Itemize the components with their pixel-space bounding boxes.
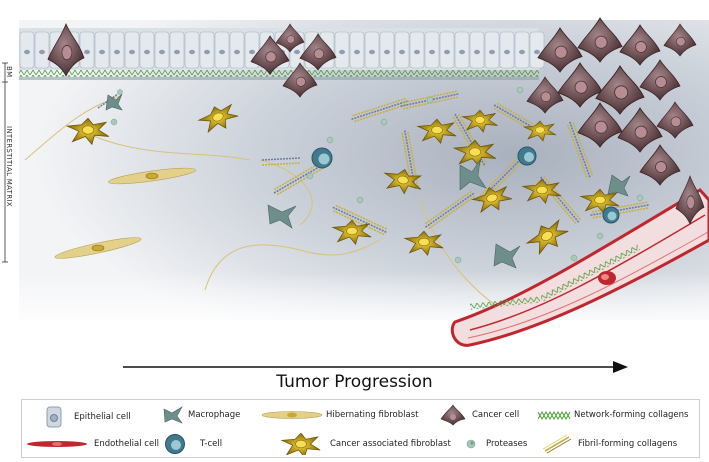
- epithelial-nucleus: [429, 49, 435, 55]
- caf-icon: [281, 433, 321, 455]
- legend-label: Network-forming collagens: [574, 410, 689, 420]
- interstitial-matrix-label: INTERSTITIAL MATRIX: [5, 126, 13, 207]
- legend-item-endothelial: Endothelial cell: [26, 432, 159, 456]
- epithelial-nucleus: [399, 49, 405, 55]
- epithelial-nucleus: [354, 49, 360, 55]
- legend-item-protease: Proteases: [464, 432, 527, 456]
- legend: Epithelial cell Macrophage Hibernating f…: [21, 399, 700, 458]
- hibernating-fibroblast: [108, 167, 196, 185]
- epithelial-cell-icon: [46, 406, 62, 428]
- epithelial-nucleus: [204, 49, 210, 55]
- epithelial-nucleus: [159, 49, 165, 55]
- legend-label: Cancer cell: [472, 410, 520, 420]
- epithelial-nucleus: [114, 49, 120, 55]
- legend-label: Epithelial cell: [74, 412, 131, 422]
- epithelial-nucleus: [534, 49, 540, 55]
- macrophage: [105, 93, 631, 269]
- epithelial-nucleus: [189, 49, 195, 55]
- tumor-progression-scene: [2, 17, 709, 373]
- basement-membrane: [19, 70, 539, 77]
- hibernating-fibroblast: [54, 237, 142, 259]
- epithelial-nucleus: [219, 49, 225, 55]
- progression-arrow: [123, 361, 628, 373]
- legend-label: Endothelial cell: [94, 439, 159, 449]
- legend-item-caf: Cancer associated fibroblast: [280, 432, 451, 456]
- macrophage-icon: [163, 406, 183, 424]
- epithelial-nucleus: [129, 49, 135, 55]
- epithelial-nucleus: [519, 49, 525, 55]
- bm-label: BM: [5, 66, 13, 78]
- epithelial-nucleus: [459, 49, 465, 55]
- stromal-fibers: [24, 95, 521, 321]
- fibril-collagen-icon: [542, 434, 572, 454]
- legend-label: Proteases: [486, 439, 528, 449]
- epithelial-nucleus: [414, 49, 420, 55]
- epithelial-nucleus: [234, 49, 240, 55]
- legend-item-cancer: Cancer cell: [440, 403, 519, 427]
- protease-icon: [466, 439, 476, 449]
- legend-item-epithelial: Epithelial cell: [40, 405, 131, 429]
- legend-label: Cancer associated fibroblast: [330, 439, 451, 449]
- epithelial-nucleus: [339, 49, 345, 55]
- t-cell-icon: [165, 434, 185, 454]
- legend-label: Macrophage: [188, 410, 241, 420]
- epithelial-nucleus: [384, 49, 390, 55]
- cancer-cell-icon: [440, 404, 466, 426]
- legend-item-fibril-collagen: Fibril-forming collagens: [542, 432, 677, 456]
- epithelial-nucleus: [474, 49, 480, 55]
- t-cell: [311, 146, 620, 224]
- legend-item-macrophage: Macrophage: [162, 403, 240, 427]
- hibernating-fibroblast-icon: [261, 411, 323, 419]
- legend-item-tcell: T-cell: [164, 432, 222, 456]
- legend-label: T-cell: [200, 439, 223, 449]
- epithelial-nucleus: [249, 49, 255, 55]
- blood-vessel: [450, 188, 709, 347]
- progression-label: Tumor Progression: [276, 372, 433, 392]
- epithelial-nucleus: [84, 49, 90, 55]
- legend-item-network-collagen: Network-forming collagens: [537, 403, 688, 427]
- network-collagen-icon: [537, 410, 571, 421]
- epithelial-nucleus: [369, 49, 375, 55]
- epithelial-nucleus: [99, 49, 105, 55]
- legend-label: Hibernating fibroblast: [326, 410, 419, 420]
- epithelial-nucleus: [444, 49, 450, 55]
- legend-item-hibernating: Hibernating fibroblast: [260, 403, 418, 427]
- epithelial-nucleus: [39, 49, 45, 55]
- epithelial-nucleus: [174, 49, 180, 55]
- legend-label: Fibril-forming collagens: [578, 439, 678, 449]
- protease: [110, 86, 644, 264]
- epithelial-nucleus: [294, 49, 300, 55]
- endothelial-cell-icon: [27, 441, 87, 447]
- epithelial-nucleus: [144, 49, 150, 55]
- epithelial-nucleus: [24, 49, 30, 55]
- epithelial-nucleus: [489, 49, 495, 55]
- epithelial-nucleus: [504, 49, 510, 55]
